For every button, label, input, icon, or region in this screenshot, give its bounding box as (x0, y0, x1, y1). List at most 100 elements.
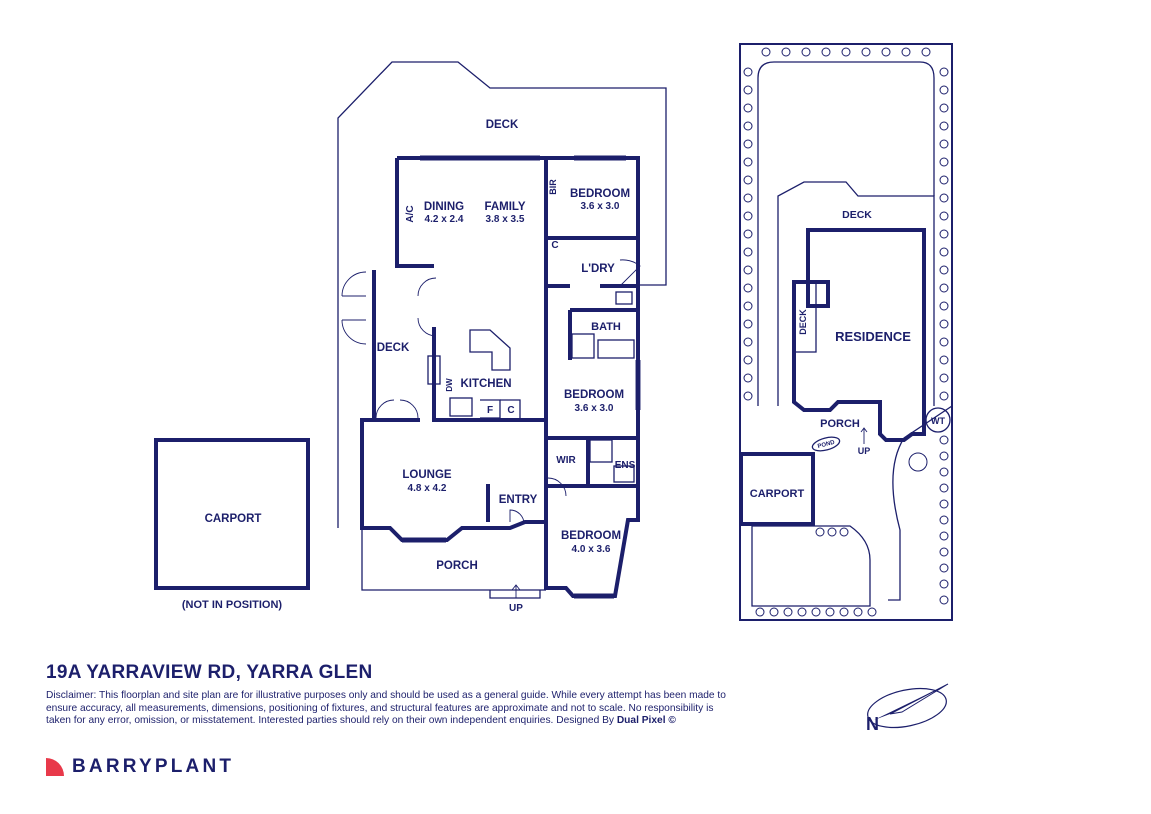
up-label: UP (509, 603, 523, 614)
house-floorplan: DECK DINING 4.2 x 2.4 A/C FAMILY 3.8 x 3… (337, 61, 667, 614)
toilet-laundry (615, 291, 633, 305)
window-side (635, 360, 641, 410)
lounge-size: 4.8 x 4.2 (408, 483, 447, 494)
side-deck-doors (341, 271, 367, 345)
tree-symbol (939, 435, 949, 445)
tree-symbol (861, 47, 871, 57)
site-deck-small (793, 281, 817, 353)
tree-symbol (781, 47, 791, 57)
tree-symbol (939, 301, 949, 311)
tree-symbol (939, 547, 949, 557)
kitchen-label: KITCHEN (460, 378, 511, 390)
entry-label: ENTRY (499, 494, 538, 506)
site-garden (751, 525, 871, 607)
pantry-box (500, 399, 521, 418)
tree-symbol (743, 319, 753, 329)
tree-symbol (939, 157, 949, 167)
tree-symbol (743, 355, 753, 365)
tree-symbol (939, 595, 949, 605)
tree-symbol (939, 283, 949, 293)
designer-credit: Dual Pixel © (616, 715, 676, 727)
tree-symbol (939, 355, 949, 365)
tree-symbol (743, 139, 753, 149)
bath-wall (568, 308, 638, 360)
tree-symbol (761, 47, 771, 57)
laundry-door (619, 259, 641, 287)
tree-symbol (827, 527, 837, 537)
tree-symbol (825, 607, 835, 617)
tree-symbol (939, 531, 949, 541)
tree-symbol (939, 451, 949, 461)
north-arrow-icon: N (866, 683, 949, 734)
tree-symbol (815, 527, 825, 537)
residence-outline (792, 228, 926, 442)
tree-symbol (743, 193, 753, 203)
tree-symbol (743, 265, 753, 275)
tree-symbol (769, 607, 779, 617)
bir-label: BIR (548, 179, 558, 195)
residence-label: RESIDENCE (835, 329, 911, 344)
dining-size: 4.2 x 2.4 (425, 214, 464, 225)
tree-symbol (939, 139, 949, 149)
fridge-box (480, 399, 501, 419)
tree-symbol (743, 67, 753, 77)
tree-symbol (743, 301, 753, 311)
brand-name: BARRYPLANT (72, 756, 235, 777)
tree-symbol (743, 157, 753, 167)
tree-symbol (743, 337, 753, 347)
tree-symbol (939, 515, 949, 525)
site-deck-label: DECK (842, 209, 872, 221)
tree-symbol (901, 47, 911, 57)
tree-symbol (801, 47, 811, 57)
tree-symbol (921, 47, 931, 57)
site-porch-label: PORCH (820, 418, 860, 430)
property-address: 19A YARRAVIEW RD, YARRA GLEN (46, 662, 373, 683)
entry-wall (486, 484, 588, 522)
site-plan: DECK DECK RESIDENCE PORCH UP POND WT CAR… (739, 43, 953, 621)
tree-symbol (939, 391, 949, 401)
floorplan-drawing: DECK DINING 4.2 x 2.4 A/C FAMILY 3.8 x 3… (154, 43, 953, 621)
tree-symbol (939, 563, 949, 573)
ens-label: ENS (615, 460, 636, 471)
bathtub (597, 339, 635, 359)
tree-symbol (797, 607, 807, 617)
tree-symbol (783, 607, 793, 617)
tree-symbol (939, 265, 949, 275)
family-label: FAMILY (484, 201, 525, 213)
detached-carport: CARPORT (NOT IN POSITION) (154, 438, 310, 611)
tree-symbol (867, 607, 877, 617)
porch-label: PORCH (436, 560, 478, 572)
tree-symbol (743, 283, 753, 293)
family-size: 3.8 x 3.5 (486, 214, 525, 225)
compass-label: N (866, 714, 879, 734)
tree-symbol (839, 607, 849, 617)
window-bay (574, 593, 614, 599)
shower-bath (571, 333, 595, 359)
tree-symbol (939, 193, 949, 203)
tree-symbol (939, 483, 949, 493)
wt-label: WT (931, 416, 945, 426)
site-carport-label: CARPORT (750, 488, 805, 500)
rear-deck-outline (337, 61, 667, 528)
tree-symbol (939, 211, 949, 221)
disclaimer-text: Disclaimer: This floorplan and site plan… (46, 690, 726, 727)
tree-symbol (939, 337, 949, 347)
tree-symbol (939, 579, 949, 589)
tree-symbol (939, 175, 949, 185)
tree-symbol (743, 229, 753, 239)
brand-logo: BARRYPLANT (46, 756, 234, 778)
tree-symbol (939, 121, 949, 131)
tree-symbol (755, 607, 765, 617)
tree-symbol (743, 175, 753, 185)
bedroom3-size: 4.0 x 3.6 (572, 544, 611, 555)
bedroom1-size: 3.6 x 3.0 (581, 201, 620, 212)
cooktop (449, 397, 473, 417)
tree-symbol (881, 47, 891, 57)
tree-symbol (839, 527, 849, 537)
tree-symbol (743, 247, 753, 257)
wir-door (547, 477, 567, 497)
window-rear (420, 155, 540, 161)
disclaimer: Disclaimer: This floorplan and site plan… (46, 690, 736, 728)
kitchen-island (469, 329, 511, 371)
entry-door (509, 509, 525, 525)
